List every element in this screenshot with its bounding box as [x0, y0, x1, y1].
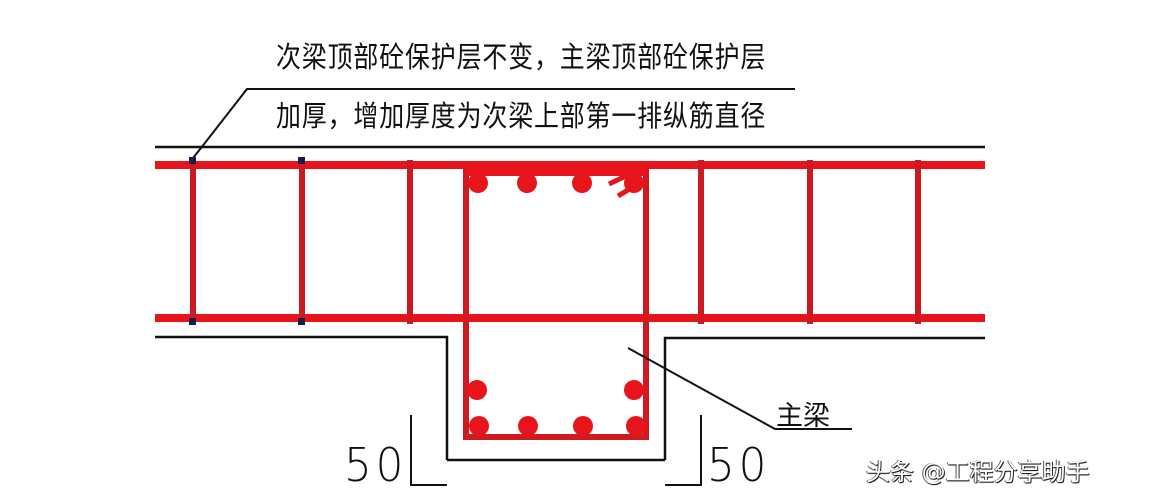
annotation-leader-line	[192, 88, 795, 159]
watermark: 头条 @工程分享助手	[866, 458, 1090, 486]
main-beam-leader-line	[627, 347, 852, 430]
annotation-line-2: 加厚，增加厚度为次梁上部第一排纵筋直径	[276, 99, 767, 133]
main-beam-label: 主梁	[776, 401, 830, 432]
annotation-line-1: 次梁顶部砼保护层不变，主梁顶部砼保护层	[276, 40, 767, 74]
main-beam-stirrup	[463, 168, 649, 440]
dimension-left: 50	[344, 438, 408, 492]
secondary-beam-stirrups	[190, 160, 921, 324]
dimension-right: 50	[707, 438, 771, 492]
stirrup-markers	[189, 157, 305, 325]
main-beam-top-bars	[468, 173, 644, 193]
concrete-outline	[155, 145, 985, 462]
dimension-marks	[410, 415, 702, 486]
main-beam-bottom-bars	[467, 380, 646, 436]
longitudinal-rebar	[155, 161, 985, 322]
